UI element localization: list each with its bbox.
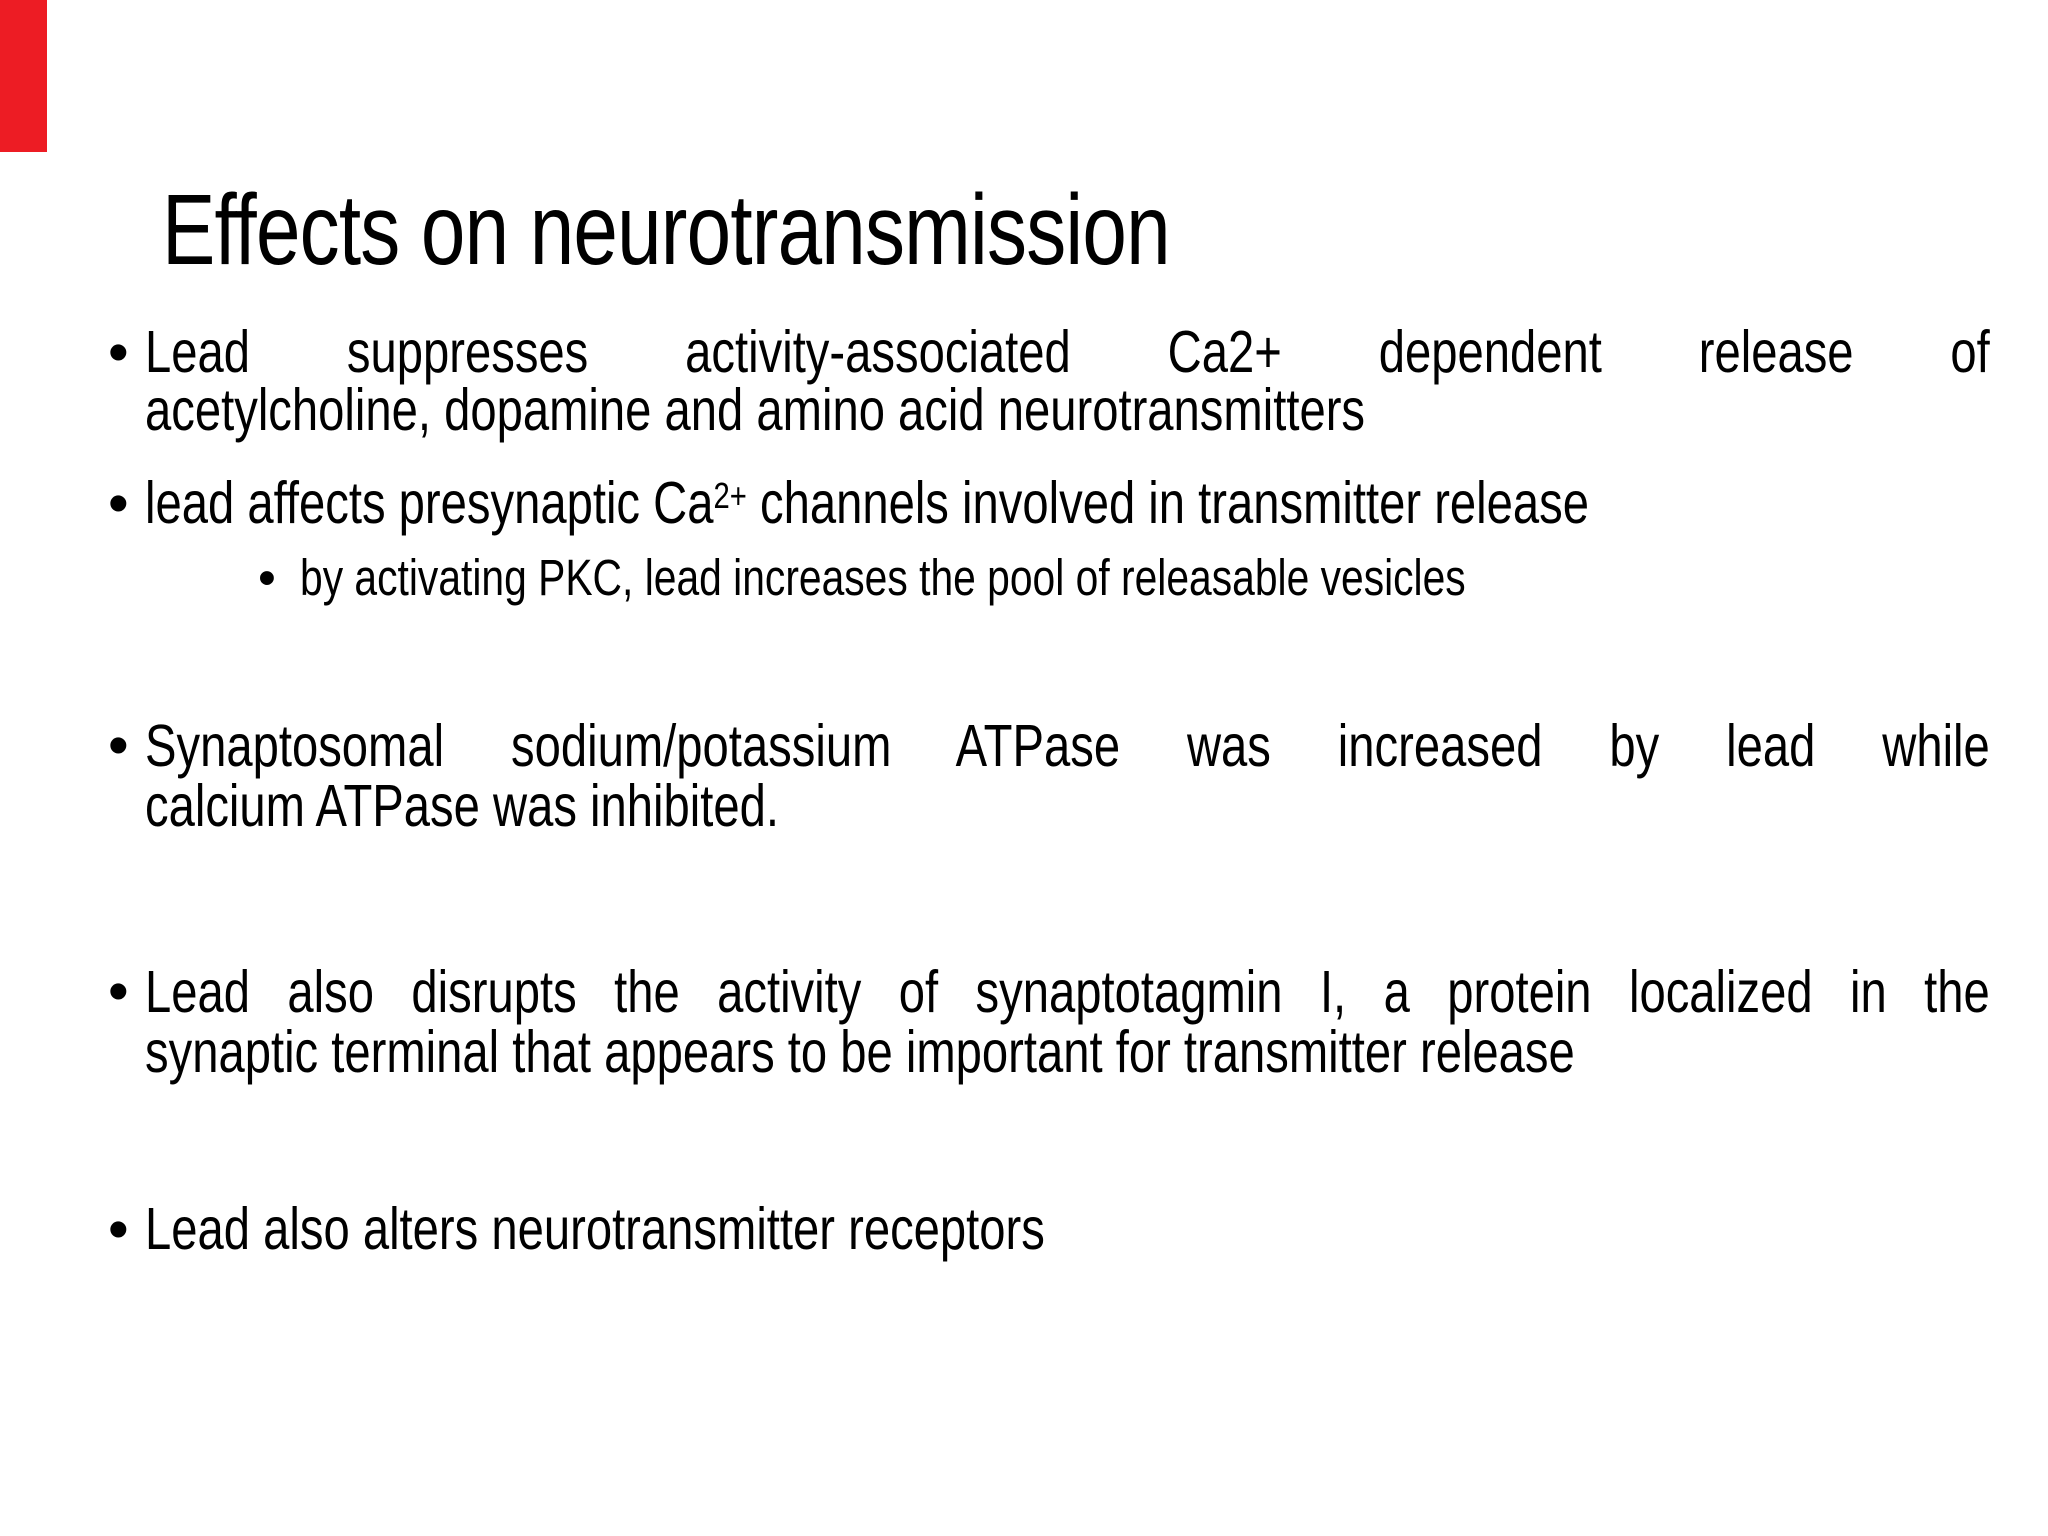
bullet-marker: • bbox=[108, 958, 129, 1024]
bullet-line: lead affects presynaptic Ca2+ channels i… bbox=[145, 474, 1990, 540]
bullet-line: synaptic terminal that appears to be imp… bbox=[145, 1019, 1575, 1085]
bullet-text: Synaptosomal sodium/potassium ATPase was… bbox=[145, 716, 1990, 836]
bullet-line: Synaptosomal sodium/potassium ATPase was… bbox=[145, 713, 1990, 779]
superscript-2plus: 2+ bbox=[713, 474, 747, 516]
bullet-text-post: channels involved in transmitter release bbox=[746, 470, 1590, 536]
slide-title: Effects on neurotransmission bbox=[162, 174, 1171, 286]
bullet-marker: • bbox=[108, 319, 129, 385]
bullet-marker: • bbox=[258, 549, 276, 606]
bullet-line: Lead also disrupts the activity of synap… bbox=[145, 959, 1990, 1025]
bullet-item-5: • Lead also alters neurotransmitter rece… bbox=[108, 1196, 2048, 1262]
accent-bar bbox=[0, 0, 47, 152]
bullet-item-2: • lead affects presynaptic Ca2+ channels… bbox=[108, 474, 2048, 540]
bullet-marker: • bbox=[108, 1196, 129, 1262]
bullet-line: by activating PKC, lead increases the po… bbox=[300, 549, 1466, 606]
bullet-item-1: • Lead suppresses activity-associated Ca… bbox=[108, 319, 2048, 443]
bullet-text: Lead also disrupts the activity of synap… bbox=[145, 962, 1990, 1082]
bullet-marker: • bbox=[108, 470, 129, 536]
bullet-line: calcium ATPase was inhibited. bbox=[145, 773, 779, 839]
bullet-line: acetylcholine, dopamine and amino acid n… bbox=[145, 377, 1366, 443]
sub-bullet-item: • by activating PKC, lead increases the … bbox=[258, 549, 2048, 606]
bullet-text: Lead suppresses activity-associated Ca2+… bbox=[145, 319, 1990, 443]
bullet-marker: • bbox=[108, 712, 129, 778]
bullet-text: lead affects presynaptic Ca2+ channels i… bbox=[145, 474, 1990, 540]
bullet-text-pre: lead affects presynaptic Ca bbox=[145, 470, 714, 536]
bullet-line: Lead also alters neurotransmitter recept… bbox=[145, 1196, 1045, 1262]
bullet-item-4: • Lead also disrupts the activity of syn… bbox=[108, 962, 2048, 1083]
bullet-item-3: • Synaptosomal sodium/potassium ATPase w… bbox=[108, 716, 2048, 837]
bullet-text: by activating PKC, lead increases the po… bbox=[300, 549, 1820, 606]
bullet-text: Lead also alters neurotransmitter recept… bbox=[145, 1196, 1990, 1262]
bullet-line: Lead suppresses activity-associated Ca2+… bbox=[145, 319, 1990, 385]
